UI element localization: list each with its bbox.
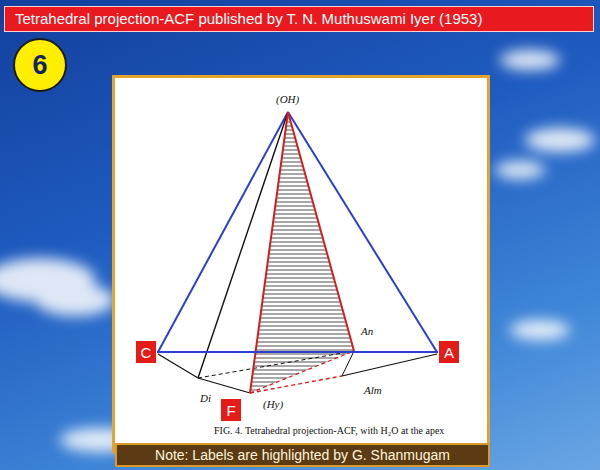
- point-label: (Hy): [263, 398, 283, 410]
- vertex-label-box-text: A: [444, 344, 454, 361]
- slide-number-text: 6: [32, 50, 47, 81]
- point-label: Alm: [364, 384, 382, 396]
- edge-line: [157, 351, 438, 353]
- vertex-label-box-text: F: [226, 402, 235, 419]
- point-label: Di: [200, 392, 211, 404]
- point-label: An: [361, 325, 373, 337]
- slide-number: 6: [13, 38, 67, 92]
- note-box: Note: Labels are highlighted by G. Shanm…: [115, 443, 490, 467]
- note-box-text: Note: Labels are highlighted by G. Shanm…: [155, 447, 450, 463]
- title-banner: Tetrahedral projection-ACF published by …: [4, 6, 594, 32]
- figure-caption: FIG. 4. Tetrahedral projection-ACF, with…: [214, 425, 444, 437]
- vertex-label-box: C: [135, 340, 157, 364]
- apex-label: (OH): [276, 93, 299, 105]
- vertex-label-box: F: [220, 398, 242, 422]
- vertex-label-box-text: C: [141, 344, 152, 361]
- vertex-label-box: A: [438, 340, 460, 364]
